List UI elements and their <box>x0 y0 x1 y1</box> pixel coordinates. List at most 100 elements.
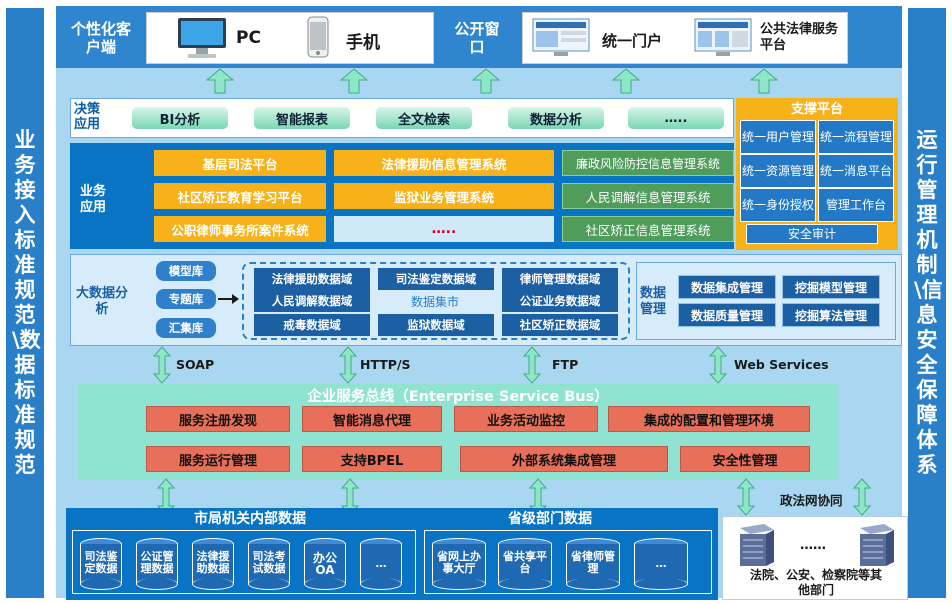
community-education-platform[interactable]: 社区矫正教育学习平台 <box>154 183 326 209</box>
legal-aid-system[interactable]: 法律援助信息管理系统 <box>334 150 554 176</box>
topic-lib[interactable]: 专题库 <box>156 289 216 309</box>
judicial-exam-db[interactable]: 司法考试数据 <box>248 538 290 590</box>
ext-arrow-1 <box>736 478 756 516</box>
drug-rehab-domain[interactable]: 戒毒数据域 <box>254 314 370 336</box>
webservices-label: Web Services <box>734 357 829 372</box>
up-arrow-3 <box>472 68 500 94</box>
prov-data-title: 省级部门数据 <box>508 511 592 527</box>
service-runtime-mgmt[interactable]: 服务运行管理 <box>146 446 290 472</box>
server-icon-left <box>740 524 774 566</box>
business-label: 业务应用 <box>79 184 106 215</box>
ftp-label: FTP <box>552 357 579 372</box>
unified-user-mgmt[interactable]: 统一用户管理 <box>740 120 816 154</box>
city-data-title: 市局机关内部数据 <box>194 511 306 527</box>
right-mechanism-bar: 运行管理机制\信息安全保障体系 <box>908 8 946 598</box>
community-correction-system[interactable]: 社区矫正信息管理系统 <box>562 216 734 242</box>
data-integration-mgmt[interactable]: 数据集成管理 <box>678 275 776 299</box>
external-integration-mgmt[interactable]: 外部系统集成管理 <box>460 446 668 472</box>
online-hall-db[interactable]: 省网上办事大厅 <box>432 538 486 590</box>
management-console[interactable]: 管理工作台 <box>818 188 894 222</box>
data-mgmt-box <box>636 262 896 340</box>
office-oa-db[interactable]: 办公OA <box>304 538 346 590</box>
collection-lib[interactable]: 汇集库 <box>156 318 216 338</box>
legal-label: 公共法律服务平台 <box>760 22 839 53</box>
prov-more-db[interactable]: … <box>634 538 688 590</box>
prov-more-db-label: … <box>655 557 667 570</box>
unified-identity-auth[interactable]: 统一身份授权 <box>740 188 816 222</box>
notary-db[interactable]: 公证管理数据 <box>136 538 178 590</box>
grassroots-platform[interactable]: 基层司法平台 <box>154 150 326 176</box>
http-label: HTTP/S <box>360 357 411 372</box>
service-registry[interactable]: 服务注册发现 <box>146 406 290 432</box>
soap-arrow <box>152 346 172 384</box>
open-window-label: 公开窗口 <box>454 20 500 56</box>
up-arrow-4 <box>612 68 640 94</box>
esb-title: 企业服务总线（Enterprise Service Bus） <box>307 389 609 405</box>
notary-db-label: 公证管理数据 <box>140 550 174 575</box>
judicial-exam-db-label: 司法考试数据 <box>252 550 286 575</box>
city-more-db[interactable]: … <box>360 538 402 590</box>
lib-arrow-icon <box>218 294 239 304</box>
bpel-support[interactable]: 支持BPEL <box>302 446 442 472</box>
prov-lawyer-db-label: 省律师管理 <box>571 550 615 575</box>
mediation-system[interactable]: 人民调解信息管理系统 <box>562 183 734 209</box>
ftp-arrow <box>522 346 542 384</box>
city-data-box <box>72 530 416 594</box>
mining-algorithm-mgmt[interactable]: 挖掘算法管理 <box>782 303 880 327</box>
soap-label: SOAP <box>176 357 215 372</box>
portal-label: 统一门户 <box>602 32 663 50</box>
bigdata-label: 大数据分析 <box>76 286 129 317</box>
webservices-arrow <box>708 346 728 384</box>
security-audit[interactable]: 安全审计 <box>746 224 878 244</box>
judicial-appraisal-db[interactable]: 司法鉴定数据 <box>80 538 122 590</box>
prison-business-system[interactable]: 监狱业务管理系统 <box>334 183 554 209</box>
pc-label: PC <box>236 28 261 48</box>
fulltext-search-button[interactable]: 全文检索 <box>376 107 472 129</box>
security-mgmt[interactable]: 安全性管理 <box>680 446 810 472</box>
judicial-appraisal-db-label: 司法鉴定数据 <box>84 550 118 575</box>
decision-more-button[interactable]: ….. <box>628 107 724 129</box>
data-analysis-button[interactable]: 数据分析 <box>508 107 604 129</box>
prov-share-db-label: 省共享平台 <box>503 550 547 575</box>
phone-icon <box>307 16 329 58</box>
city-more-db-label: … <box>375 557 387 570</box>
config-mgmt-env[interactable]: 集成的配置和管理环境 <box>608 406 810 432</box>
up-arrow-5 <box>750 68 778 94</box>
business-more-text: ….. <box>431 221 457 237</box>
legal-aid-domain[interactable]: 法律援助数据域 <box>254 268 370 290</box>
http-arrow <box>338 346 358 384</box>
prison-domain[interactable]: 监狱数据域 <box>378 314 494 336</box>
notary-domain[interactable]: 公证业务数据域 <box>502 290 618 312</box>
bi-analysis-button[interactable]: BI分析 <box>132 107 228 129</box>
public-lawyer-case-system[interactable]: 公职律师事务所案件系统 <box>154 216 326 242</box>
prov-share-db[interactable]: 省共享平台 <box>498 538 552 590</box>
unified-flow-mgmt[interactable]: 统一流程管理 <box>818 120 894 154</box>
portal-screen-icon <box>532 18 590 56</box>
mining-model-mgmt[interactable]: 挖掘模型管理 <box>782 275 880 299</box>
legal-aid-db-label: 法律援助数据 <box>196 550 230 575</box>
data-market-label: 数据集市 <box>410 295 459 309</box>
unified-resource-mgmt[interactable]: 统一资源管理 <box>740 154 816 188</box>
mediation-domain[interactable]: 人民调解数据域 <box>254 290 370 312</box>
bam-monitor[interactable]: 业务活动监控 <box>454 406 598 432</box>
ext-arrow-2 <box>852 478 872 516</box>
judicial-appraisal-domain[interactable]: 司法鉴定数据域 <box>378 268 494 290</box>
smart-report-button[interactable]: 智能报表 <box>254 107 350 129</box>
left-standards-label: 业务接入标准规范\数据标准规范 <box>12 128 41 477</box>
left-standards-bar: 业务接入标准规范\数据标准规范 <box>6 8 44 598</box>
legal-aid-db[interactable]: 法律援助数据 <box>192 538 234 590</box>
office-oa-db-label: 办公OA <box>312 551 337 577</box>
lawyer-mgmt-domain[interactable]: 律师管理数据域 <box>502 268 618 290</box>
data-quality-mgmt[interactable]: 数据质量管理 <box>678 303 776 327</box>
up-arrow-2 <box>340 68 368 94</box>
external-dots: …… <box>800 538 826 553</box>
prov-lawyer-db[interactable]: 省律师管理 <box>566 538 620 590</box>
unified-message-platform[interactable]: 统一消息平台 <box>818 154 894 188</box>
support-title: 支撑平台 <box>790 102 843 117</box>
community-correction-domain[interactable]: 社区矫正数据域 <box>502 314 618 336</box>
model-lib[interactable]: 模型库 <box>156 261 216 281</box>
integrity-risk-system[interactable]: 廉政风险防控信息管理系统 <box>562 150 734 176</box>
legal-screen-icon <box>694 18 752 56</box>
smart-message-broker[interactable]: 智能消息代理 <box>302 406 442 432</box>
decision-label: 决策应用 <box>74 102 101 132</box>
